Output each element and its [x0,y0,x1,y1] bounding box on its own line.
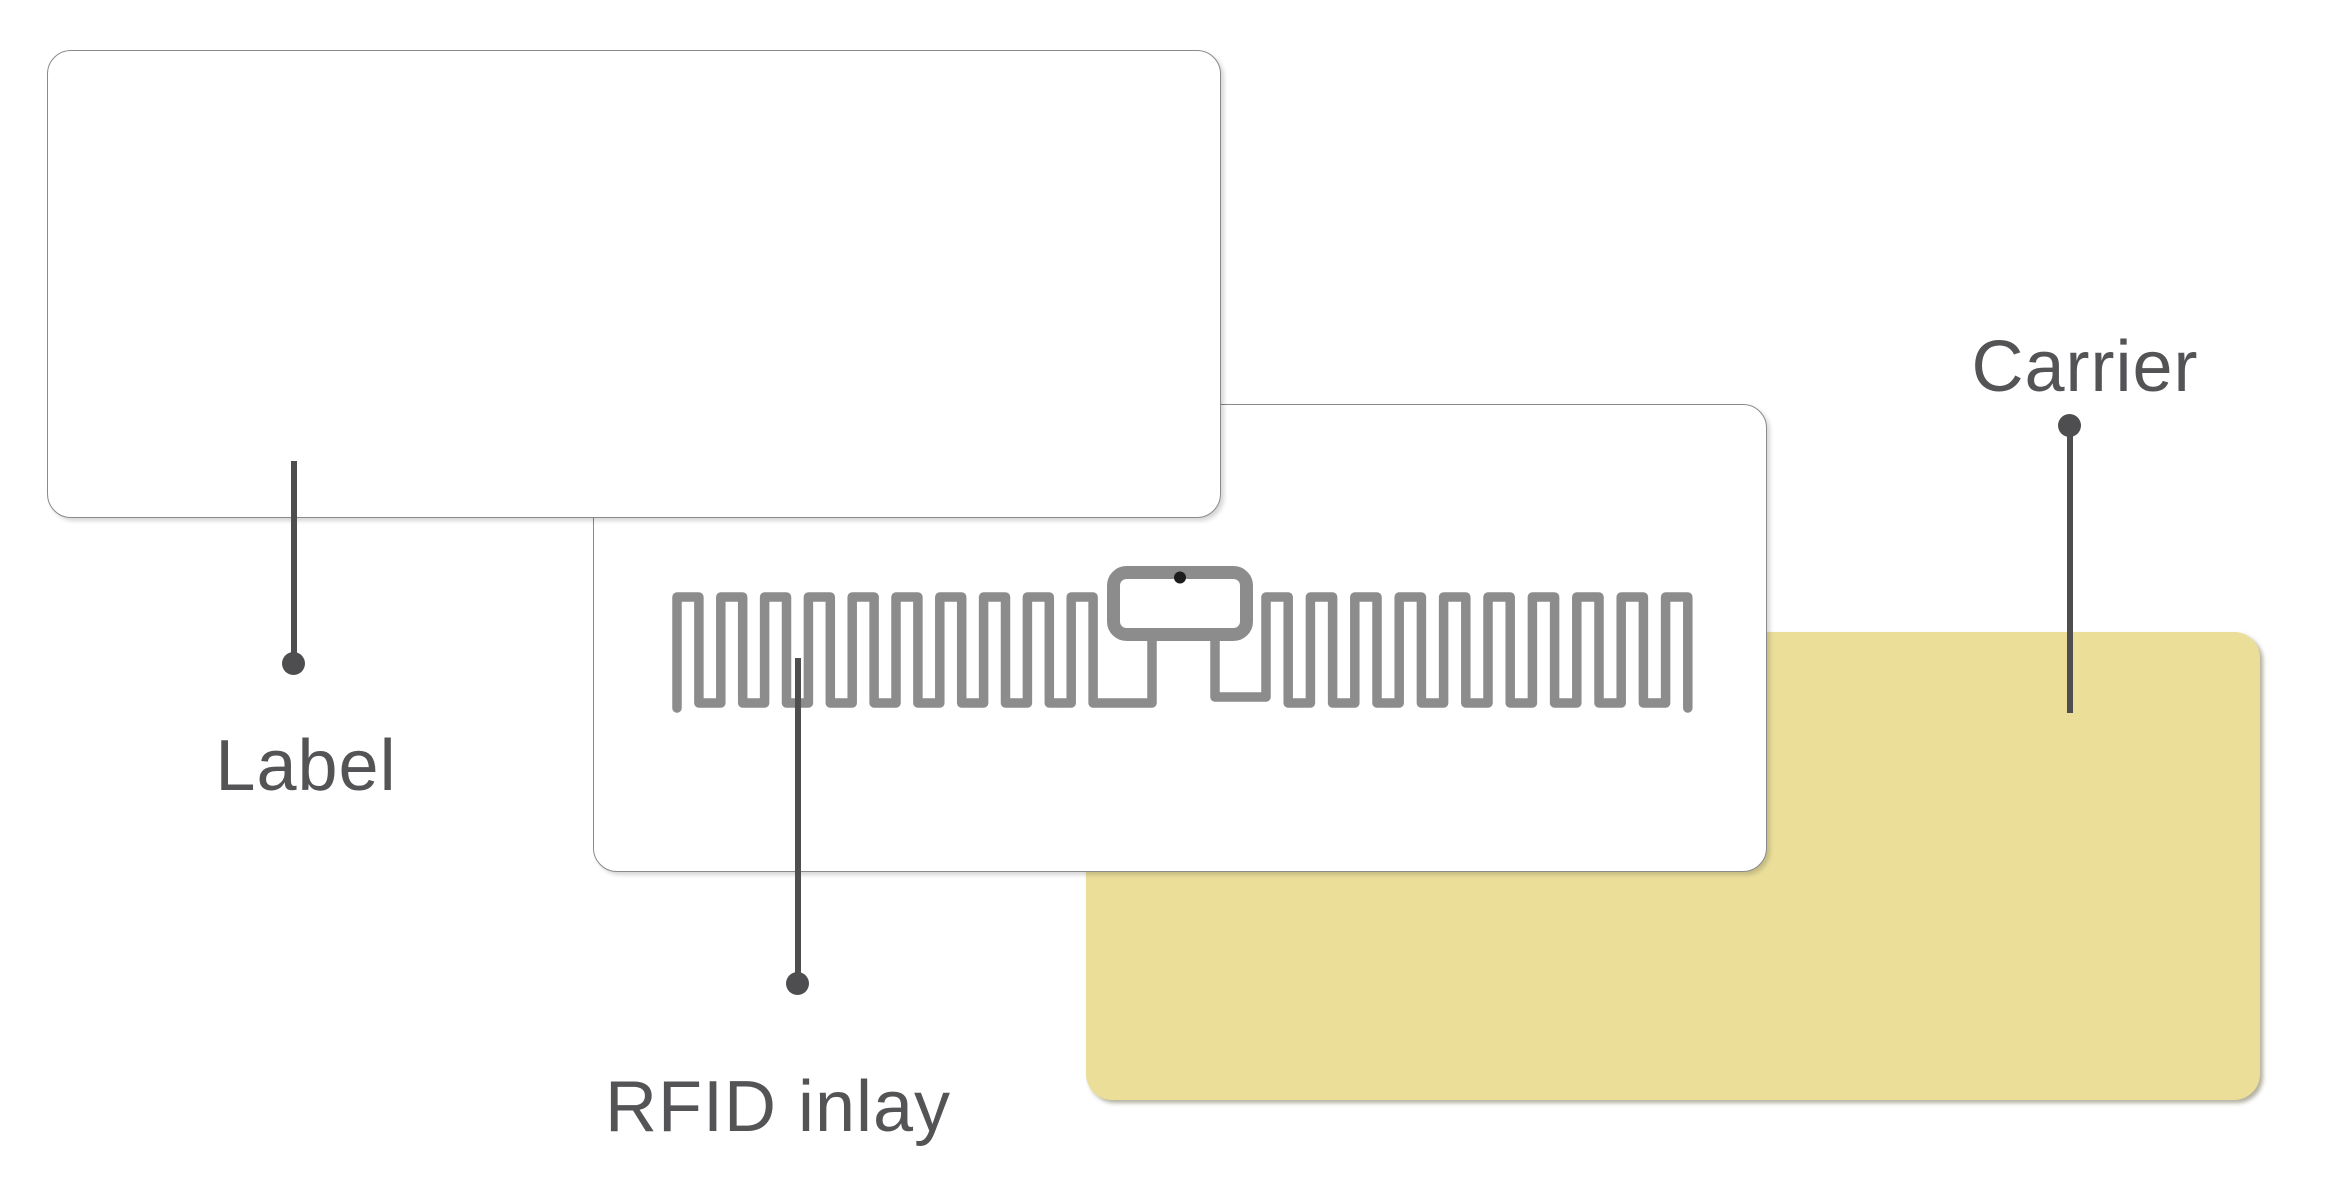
label-callout-text: Label [215,726,397,806]
rfid-inlay-callout-dot [786,972,809,995]
rfid-inlay-callout-line [795,658,801,984]
label-callout-line [291,461,297,663]
carrier-callout-line [2067,426,2073,713]
label-callout-dot [282,652,305,675]
carrier-callout-text: Carrier [1971,327,2199,407]
label-card [47,50,1221,518]
carrier-callout-dot [2058,414,2081,437]
rfid-inlay-callout-text: RFID inlay [604,1067,952,1147]
